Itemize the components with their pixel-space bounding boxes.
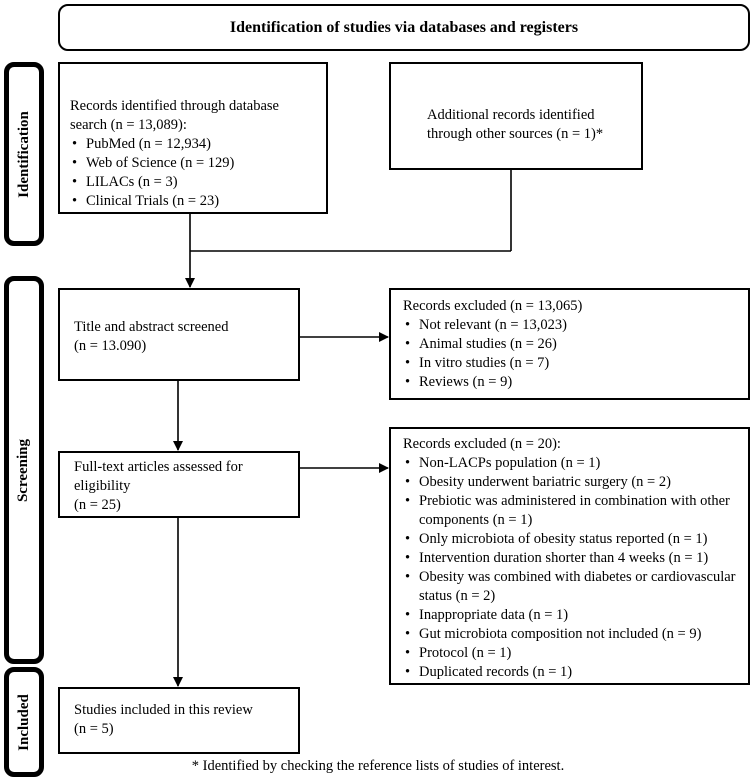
excluded-1-list: Not relevant (n = 13,023) Animal studies… bbox=[403, 316, 740, 392]
included-count: (n = 5) bbox=[74, 721, 114, 737]
list-item: Reviews (n = 9) bbox=[403, 373, 740, 392]
phase-included: Included bbox=[4, 667, 44, 777]
list-item: Prebiotic was administered in combinatio… bbox=[403, 492, 742, 530]
list-item: Non-LACPs population (n = 1) bbox=[403, 454, 742, 473]
title-abstract-box: Title and abstract screened (n = 13.090) bbox=[58, 288, 300, 381]
other-sources-text: Additional records identified through ot… bbox=[427, 107, 604, 142]
included-studies-box: Studies included in this review (n = 5) bbox=[58, 687, 300, 754]
excluded-1-lead: Records excluded (n = 13,065) bbox=[403, 298, 583, 314]
list-item: In vitro studies (n = 7) bbox=[403, 354, 740, 373]
full-text-box: Full-text articles assessed for eligibil… bbox=[58, 451, 300, 518]
phase-included-label: Included bbox=[15, 693, 32, 751]
list-item: PubMed (n = 12,934) bbox=[70, 135, 318, 154]
title-abstract-count: (n = 13.090) bbox=[74, 338, 147, 354]
full-text-count: (n = 25) bbox=[74, 497, 121, 513]
header-box: Identification of studies via databases … bbox=[58, 4, 750, 51]
phase-identification-label: Identification bbox=[15, 110, 32, 198]
list-item: Inappropriate data (n = 1) bbox=[403, 606, 742, 625]
database-search-box: Records identified through database sear… bbox=[58, 62, 328, 214]
title-abstract-label: Title and abstract screened bbox=[74, 319, 229, 335]
full-text-label: Full-text articles assessed for eligibil… bbox=[74, 459, 243, 494]
list-item: Only microbiota of obesity status report… bbox=[403, 530, 742, 549]
excluded-records-box-2: Records excluded (n = 20): Non-LACPs pop… bbox=[389, 427, 750, 685]
other-sources-box: Additional records identified through ot… bbox=[389, 62, 643, 170]
phase-screening-label: Screening bbox=[15, 438, 32, 502]
phase-screening: Screening bbox=[4, 276, 44, 664]
list-item: Clinical Trials (n = 23) bbox=[70, 192, 318, 211]
list-item: LILACs (n = 3) bbox=[70, 173, 318, 192]
included-label: Studies included in this review bbox=[74, 702, 253, 718]
list-item: Gut microbiota composition not included … bbox=[403, 625, 742, 644]
list-item: Animal studies (n = 26) bbox=[403, 335, 740, 354]
list-item: Protocol (n = 1) bbox=[403, 644, 742, 663]
header-title: Identification of studies via databases … bbox=[229, 18, 579, 36]
list-item: Obesity underwent bariatric surgery (n =… bbox=[403, 473, 742, 492]
list-item: Not relevant (n = 13,023) bbox=[403, 316, 740, 335]
list-item: Obesity was combined with diabetes or ca… bbox=[403, 568, 742, 606]
excluded-records-box-1: Records excluded (n = 13,065) Not releva… bbox=[389, 288, 750, 400]
database-search-lead: Records identified through database sear… bbox=[70, 98, 279, 133]
footnote: * Identified by checking the reference l… bbox=[191, 758, 565, 774]
list-item: Duplicated records (n = 1) bbox=[403, 663, 742, 682]
excluded-2-lead: Records excluded (n = 20): bbox=[403, 436, 561, 452]
excluded-2-list: Non-LACPs population (n = 1) Obesity und… bbox=[403, 454, 742, 682]
list-item: Web of Science (n = 129) bbox=[70, 154, 318, 173]
database-list: PubMed (n = 12,934) Web of Science (n = … bbox=[70, 135, 318, 211]
list-item: Intervention duration shorter than 4 wee… bbox=[403, 549, 742, 568]
phase-identification: Identification bbox=[4, 62, 44, 246]
